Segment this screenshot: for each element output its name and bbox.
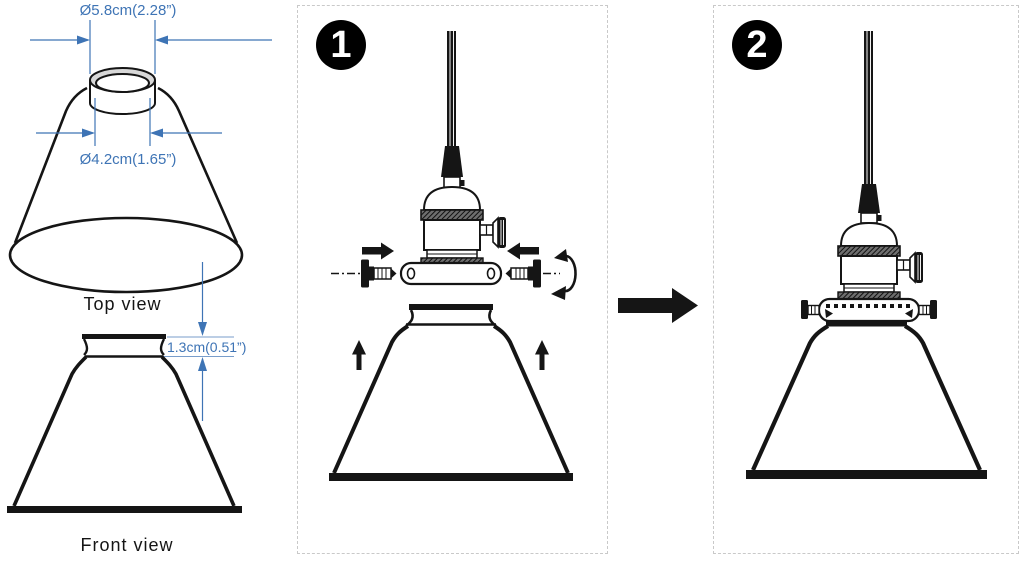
step-2-badge: 2 xyxy=(732,20,782,70)
front-view-caption: Front view xyxy=(80,535,174,555)
shade-front-outline xyxy=(7,334,242,513)
step-1-panel: 1 xyxy=(297,5,608,554)
mounting-collar xyxy=(399,261,503,286)
shade-cone-outline xyxy=(13,86,239,244)
thumb-screw-right xyxy=(918,300,937,319)
step-2-drawing xyxy=(746,31,987,479)
lampshade xyxy=(329,304,573,481)
shade-rim xyxy=(8,216,244,294)
outer-diameter-label: Ø5.8cm(2.28”) xyxy=(79,2,177,19)
insert-arrow-right-icon xyxy=(507,242,539,260)
rotate-icon xyxy=(551,249,577,300)
pendant-cord xyxy=(447,31,456,148)
thumb-screw-left xyxy=(331,259,397,288)
socket-switch-knob xyxy=(479,216,506,249)
lift-arrow-left-icon xyxy=(352,340,366,370)
dimension-diagram: Ø5.8cm(2.28”) Ø4.2cm(1.65”) 1.3cm(0.51”)… xyxy=(0,0,295,565)
step-1-number: 1 xyxy=(330,24,352,66)
step-1-drawing xyxy=(329,31,577,481)
step-1-badge: 1 xyxy=(316,20,366,70)
shade-front-view-drawing xyxy=(7,262,242,513)
next-step-arrow-icon xyxy=(618,286,700,326)
top-view-caption: Top view xyxy=(83,294,162,314)
thumb-screw-left xyxy=(801,300,820,319)
lift-arrow-right-icon xyxy=(535,340,549,370)
fitter-height-dimension xyxy=(163,262,234,421)
inner-diameter-label: Ø4.2cm(1.65”) xyxy=(79,151,177,168)
insert-arrow-left-icon xyxy=(362,242,394,260)
socket-switch-knob xyxy=(896,251,923,284)
lampshade xyxy=(746,321,987,479)
shade-top-view-drawing xyxy=(8,20,272,294)
step-2-panel: 2 xyxy=(713,5,1019,554)
pendant-cord xyxy=(864,31,873,186)
step-2-number: 2 xyxy=(746,24,768,66)
fitter-height-label: 1.3cm(0.51”) xyxy=(167,339,247,355)
lamp-socket xyxy=(420,146,484,265)
mounting-collar-assembled xyxy=(817,297,921,323)
inner-diameter-dimension xyxy=(36,98,222,146)
thumb-screw-right xyxy=(505,259,560,288)
outer-diameter-dimension xyxy=(30,20,272,74)
lamp-socket xyxy=(837,184,901,300)
shade-neck xyxy=(89,67,156,115)
